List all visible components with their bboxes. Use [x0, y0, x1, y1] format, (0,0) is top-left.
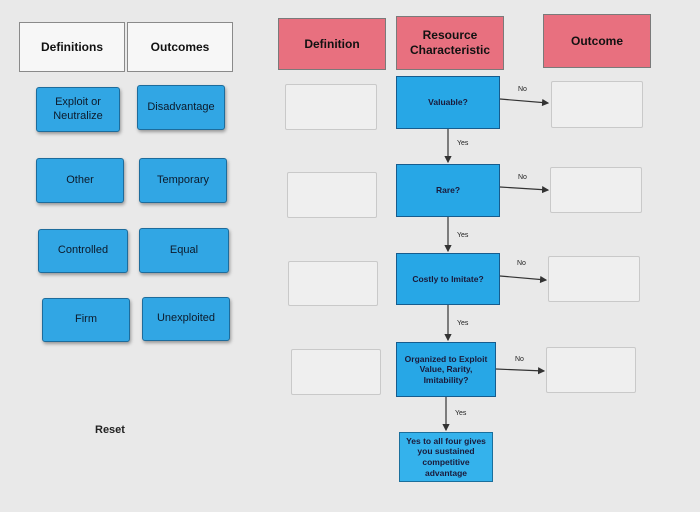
question-costly-to-imitate: Costly to Imitate?: [396, 253, 500, 305]
no-label-3: No: [517, 260, 526, 267]
question-label: Valuable?: [428, 97, 468, 108]
no-arrow-3: [499, 275, 548, 284]
definition-drop-zone-3[interactable]: [288, 261, 378, 306]
no-arrow-2: [499, 186, 550, 194]
outcomes-header-label: Outcomes: [150, 40, 210, 54]
definition-chip-exploit-or-neutralize[interactable]: Exploit or Neutralize: [36, 87, 120, 132]
no-arrow-1: [499, 98, 550, 107]
definition-column-header: Definition: [278, 18, 386, 70]
definition-chip-firm[interactable]: Firm: [42, 298, 130, 342]
definitions-header: Definitions: [19, 22, 125, 72]
chip-label: Unexploited: [156, 312, 216, 325]
sustained-advantage-box: Yes to all four gives you sustained comp…: [399, 432, 493, 482]
definition-chip-controlled[interactable]: Controlled: [38, 229, 128, 273]
outcome-drop-zone-4[interactable]: [546, 347, 636, 393]
definition-column-label: Definition: [304, 36, 360, 51]
chip-label: Exploit or Neutralize: [53, 96, 103, 122]
resource-characteristic-header: Resource Characteristic: [396, 16, 504, 70]
yes-label-1: Yes: [457, 140, 469, 147]
outcome-chip-temporary[interactable]: Temporary: [139, 158, 227, 203]
chip-label: Other: [66, 173, 94, 186]
sustained-advantage-label: Yes to all four gives you sustained comp…: [406, 435, 486, 478]
outcomes-header: Outcomes: [127, 22, 233, 72]
resource-characteristic-label: Resource Characteristic: [409, 28, 491, 57]
chip-label: Disadvantage: [147, 100, 215, 113]
definitions-header-label: Definitions: [41, 40, 103, 54]
outcome-drop-zone-2[interactable]: [550, 167, 642, 213]
no-label-4: No: [515, 356, 524, 363]
definition-drop-zone-4[interactable]: [291, 349, 381, 395]
question-label: Rare?: [435, 185, 461, 196]
chip-label: Temporary: [157, 173, 209, 186]
question-label: Organized to Exploit Value, Rarity, Imit…: [404, 353, 488, 385]
definition-drop-zone-2[interactable]: [287, 172, 377, 218]
outcome-drop-zone-3[interactable]: [548, 256, 640, 302]
no-label-1: No: [518, 86, 527, 93]
outcome-column-label: Outcome: [570, 33, 623, 48]
outcome-chip-unexploited[interactable]: Unexploited: [142, 297, 230, 341]
yes-label-4: Yes: [455, 410, 467, 417]
question-organized-to-exploit: Organized to Exploit Value, Rarity, Imit…: [396, 342, 496, 397]
reset-button[interactable]: Reset: [95, 424, 125, 436]
outcome-column-header: Outcome: [543, 14, 651, 68]
chip-label: Equal: [169, 243, 199, 256]
question-valuable: Valuable?: [396, 76, 500, 129]
no-arrow-4: [495, 367, 546, 375]
chip-label: Firm: [75, 313, 97, 326]
question-rare: Rare?: [396, 164, 500, 217]
yes-label-3: Yes: [457, 320, 469, 327]
no-label-2: No: [518, 174, 527, 181]
definition-chip-other[interactable]: Other: [36, 158, 124, 203]
question-label: Costly to Imitate?: [412, 273, 484, 284]
chip-label: Controlled: [57, 244, 109, 257]
outcome-drop-zone-1[interactable]: [551, 81, 643, 128]
outcome-chip-equal[interactable]: Equal: [139, 228, 229, 273]
outcome-chip-disadvantage[interactable]: Disadvantage: [137, 85, 225, 130]
yes-label-2: Yes: [457, 232, 469, 239]
definition-drop-zone-1[interactable]: [285, 84, 377, 130]
